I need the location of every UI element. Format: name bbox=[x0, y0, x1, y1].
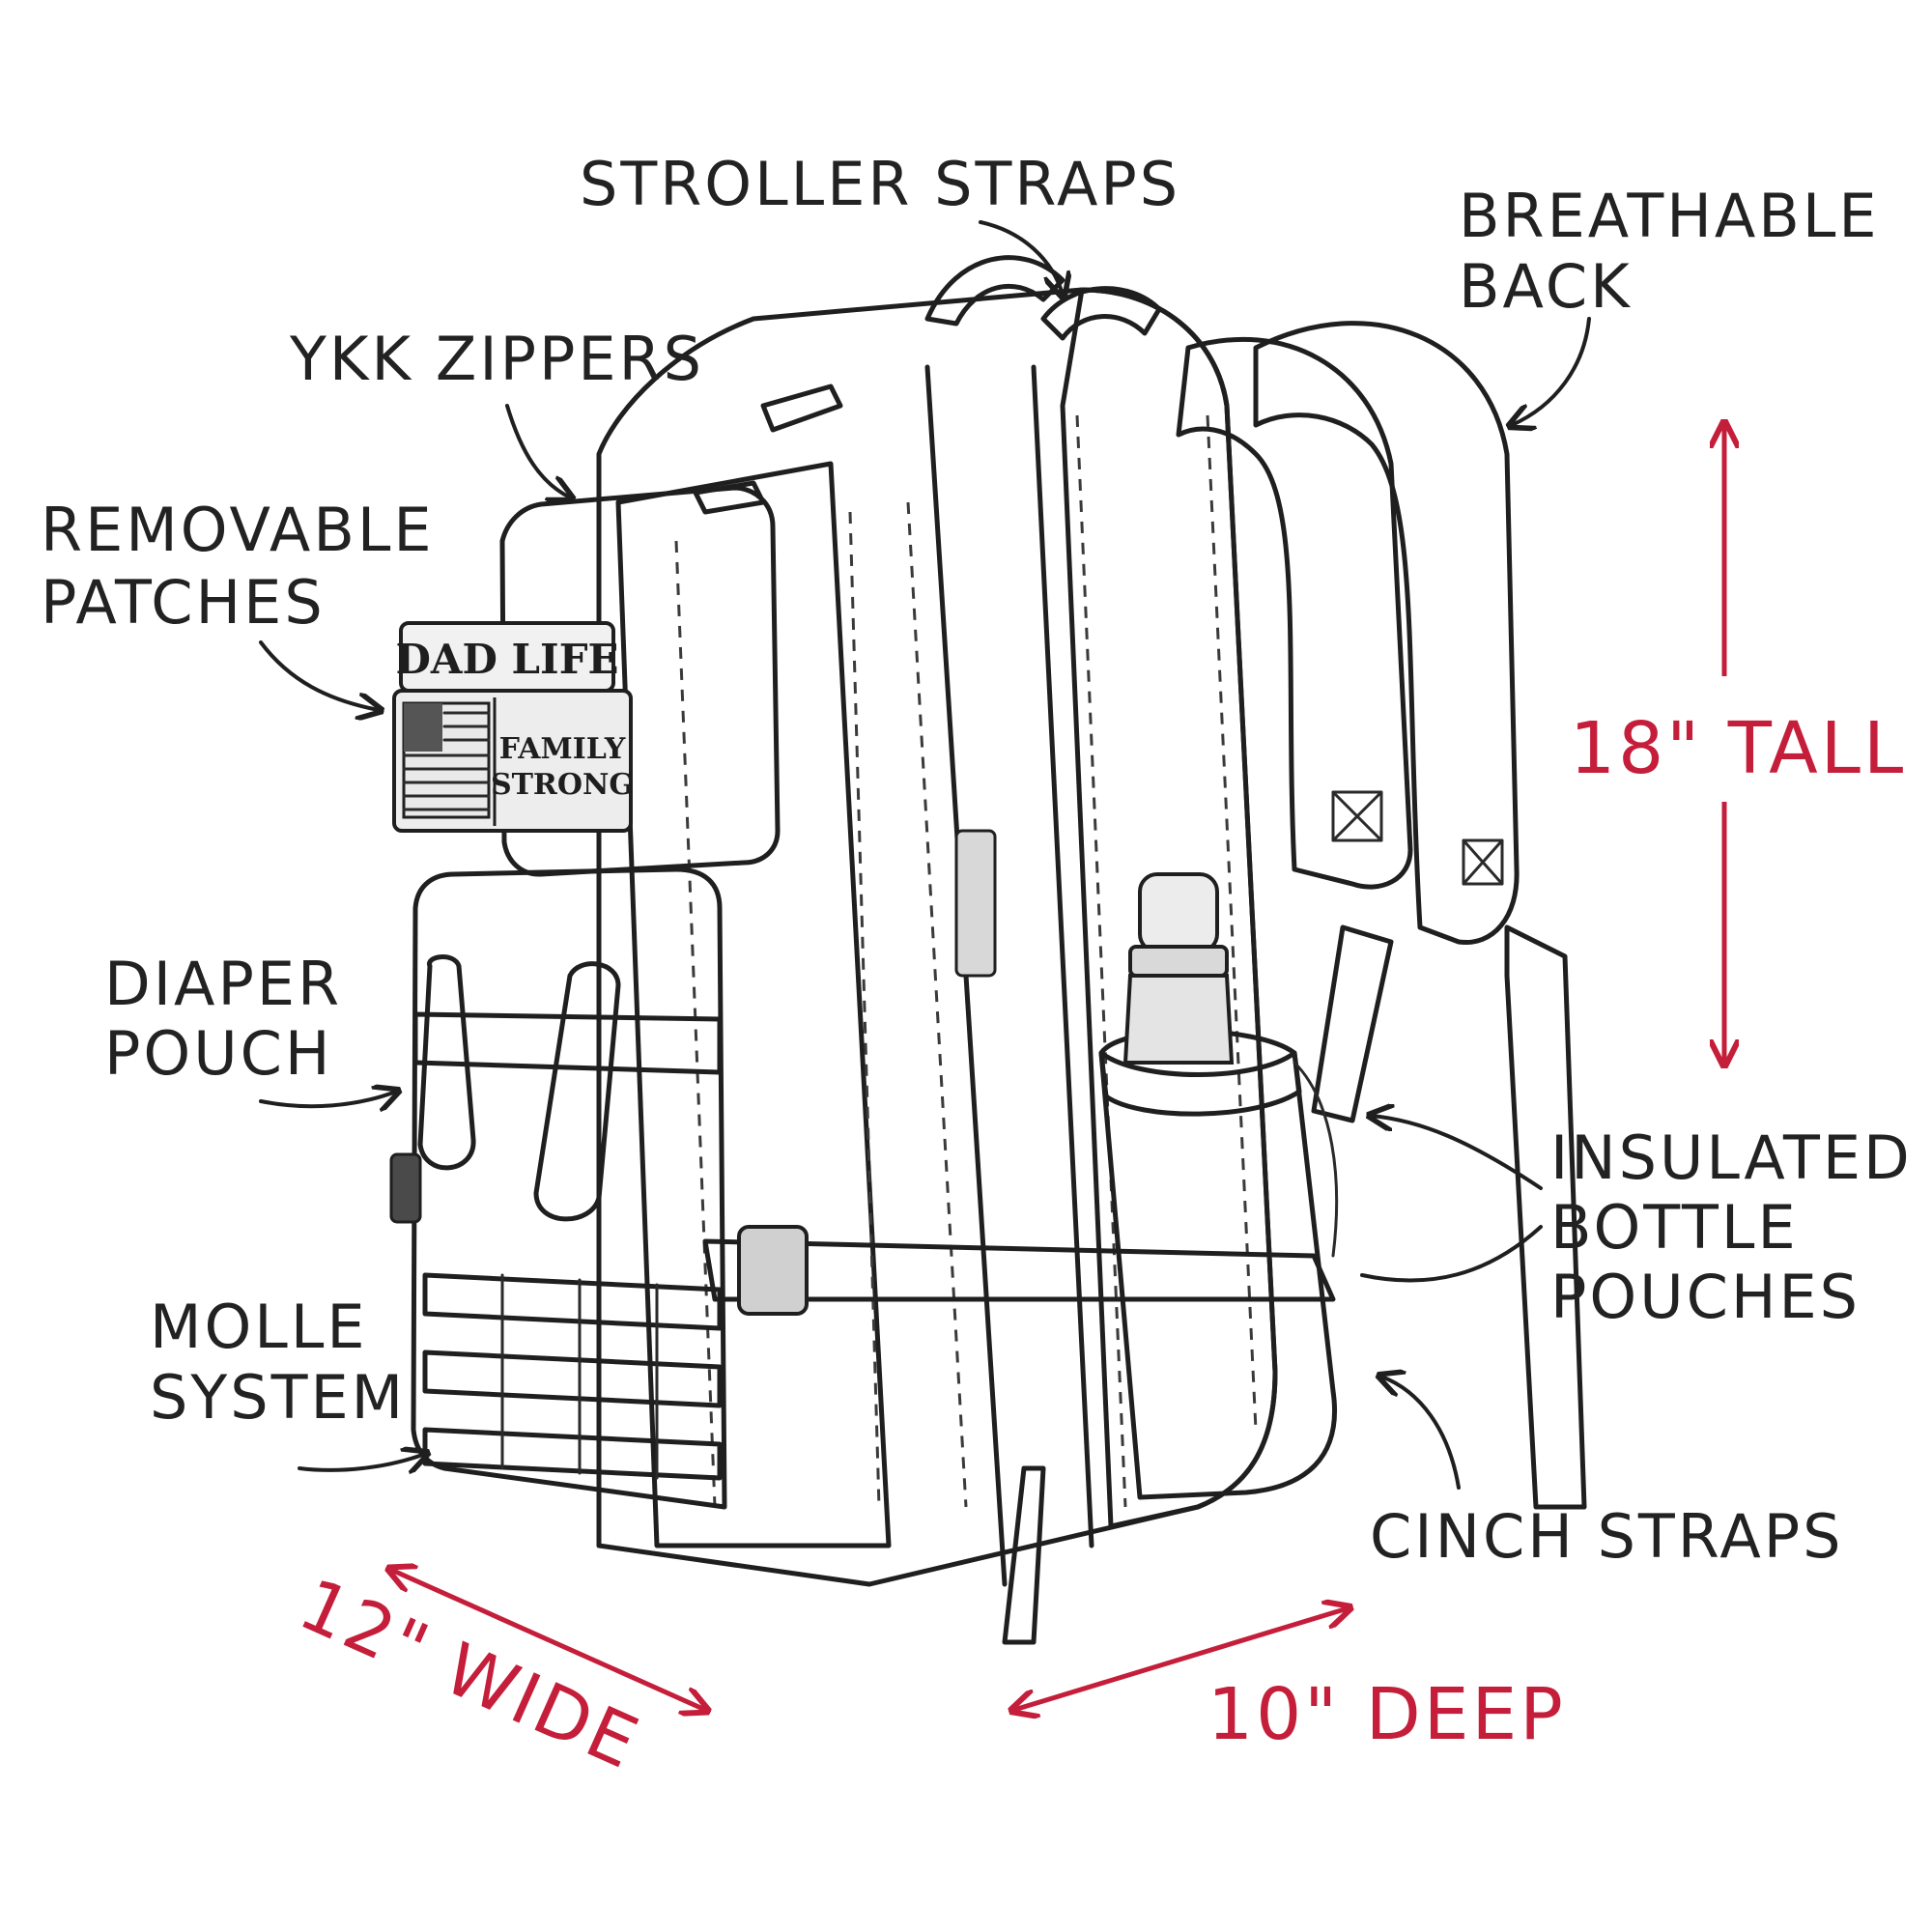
molle-webbing bbox=[422, 1272, 723, 1481]
stroller-strap bbox=[924, 255, 1065, 327]
callouts: STROLLER STRAPS BREATHABLE BACK YKK ZIPP… bbox=[41, 149, 1913, 1572]
cinch-buckle-icon bbox=[737, 1225, 809, 1316]
zipper-track bbox=[1031, 364, 1094, 1548]
shoulder-strap-right bbox=[1253, 321, 1520, 946]
carabiner-icon bbox=[533, 961, 621, 1222]
leader-removable-patches bbox=[259, 640, 379, 710]
leader-insulated-2 bbox=[1360, 1225, 1543, 1283]
label-ykk-zippers: YKK ZIPPERS bbox=[289, 324, 704, 394]
bungee-cord bbox=[1293, 1061, 1339, 1258]
label-insulated-3: POUCHES bbox=[1550, 1262, 1861, 1332]
label-insulated-1: INSULATED bbox=[1550, 1122, 1913, 1193]
label-removable-patches-2: PATCHES bbox=[41, 567, 326, 638]
front-panel-seam bbox=[848, 511, 881, 1508]
bottle-pocket-elastic bbox=[1098, 1050, 1302, 1117]
admin-pouch-zipper bbox=[693, 480, 766, 515]
leader-cinch-straps bbox=[1381, 1377, 1461, 1490]
daisy-chain bbox=[412, 1011, 723, 1075]
brand-tab bbox=[954, 829, 997, 978]
shoulder-strap-left bbox=[1176, 337, 1413, 890]
patch-dad-life-text: DAD LIFE bbox=[395, 636, 618, 683]
leader-diaper-pouch bbox=[259, 1092, 396, 1106]
front-panel-seam bbox=[906, 501, 968, 1508]
leader-breathable-back bbox=[1512, 317, 1591, 425]
label-removable-patches-1: REMOVABLE bbox=[41, 495, 435, 565]
zipper-pull-icon bbox=[760, 384, 843, 433]
carabiner-icon bbox=[417, 954, 476, 1171]
dim-width-arrow bbox=[391, 1570, 705, 1710]
front-panel-seam bbox=[674, 540, 717, 1508]
strap-webbing bbox=[1311, 924, 1394, 1123]
dim-width-label: 12" WIDE bbox=[288, 1563, 652, 1786]
us-flag-patch-icon bbox=[402, 701, 491, 819]
strap-stitch-icon bbox=[1462, 838, 1504, 886]
cinch-strap-lower bbox=[1002, 1465, 1046, 1645]
insulated-bottle-icon bbox=[1122, 872, 1235, 1065]
dim-depth-label: 10" DEEP bbox=[1208, 1673, 1566, 1756]
label-molle-system-2: SYSTEM bbox=[150, 1362, 406, 1433]
label-insulated-2: BOTTLE bbox=[1550, 1192, 1799, 1263]
leader-ykk-zippers bbox=[505, 404, 570, 497]
dim-depth-arrow bbox=[1014, 1608, 1348, 1710]
stroller-strap bbox=[1040, 286, 1162, 341]
side-release-tab bbox=[389, 1152, 422, 1224]
patch-family-text: FAMILY bbox=[499, 732, 626, 766]
label-breathable-back-1: BREATHABLE bbox=[1459, 181, 1880, 251]
bottle-pocket bbox=[1098, 1029, 1337, 1500]
strap-webbing bbox=[1504, 924, 1587, 1510]
dim-height-label: 18" TALL bbox=[1570, 707, 1906, 790]
label-diaper-pouch-2: POUCH bbox=[104, 1018, 332, 1089]
label-breathable-back-2: BACK bbox=[1459, 251, 1633, 322]
backpack-illustration: DAD LIFE FAMILY STRONG bbox=[389, 255, 1587, 1645]
label-cinch-straps: CINCH STRAPS bbox=[1370, 1501, 1844, 1572]
strap-stitch-icon bbox=[1331, 790, 1383, 842]
front-panel bbox=[615, 461, 892, 1548]
cinch-strap bbox=[702, 1238, 1336, 1302]
leader-molle-system bbox=[298, 1454, 425, 1470]
label-stroller-straps: STROLLER STRAPS bbox=[580, 149, 1180, 219]
leader-stroller-straps bbox=[979, 220, 1063, 295]
label-diaper-pouch-1: DIAPER bbox=[104, 949, 342, 1019]
label-molle-system-1: MOLLE bbox=[150, 1292, 368, 1362]
leader-insulated bbox=[1372, 1116, 1543, 1190]
patch-strong-text: STRONG bbox=[491, 768, 634, 802]
